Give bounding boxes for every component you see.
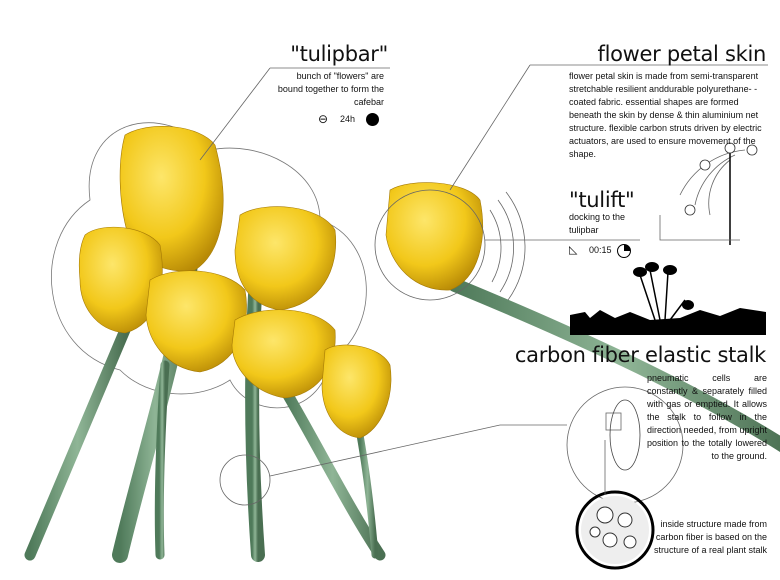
tulift-time: 00:15: [589, 245, 612, 255]
clock-full-icon: [366, 113, 379, 126]
tulipbar-text: bunch of "flowers" are bound together to…: [277, 71, 384, 107]
tulift-silhouette: [639, 269, 686, 321]
petal-diagram-heads: [684, 142, 758, 216]
net-structure-sketch: [609, 399, 641, 471]
tulipbar-title: "tulipbar": [290, 42, 388, 66]
stalk-title: carbon fiber elastic stalk: [514, 343, 766, 367]
stalk-structure-text: inside structure made from carbon fiber …: [653, 519, 767, 555]
tulip-heads: [78, 126, 483, 439]
clock-quarter-icon: [617, 244, 631, 258]
tulift-title: "tulift": [569, 188, 635, 212]
petal-title: flower petal skin: [597, 42, 767, 66]
angle-icon: ◺: [569, 243, 578, 256]
rotate-icon: ⊖: [318, 112, 329, 126]
stalk-text: pneumatic cells are constantly & separat…: [647, 373, 767, 461]
skyline-silhouette: [570, 308, 766, 335]
tulipbar-time: 24h: [340, 114, 356, 124]
tulipbar-outline: [51, 122, 367, 409]
petal-text: flower petal skin is made from semi-tran…: [569, 71, 762, 159]
tulift-text: docking to the tulipbar: [569, 212, 626, 235]
